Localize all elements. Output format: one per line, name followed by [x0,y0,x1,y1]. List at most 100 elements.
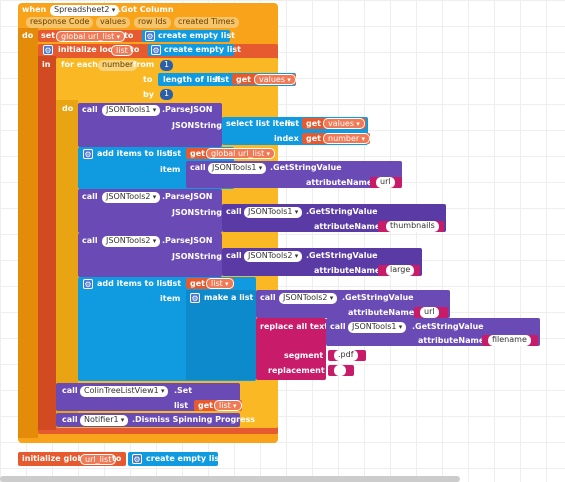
parse3-inner-method-label: .GetStringValue [306,251,378,260]
global-init-var-field[interactable]: url_list [80,454,117,465]
parse3-attr-kw: attributeName [314,266,381,275]
select-list-item-label: select list item [226,119,293,128]
parse2-inner-method-label: .GetStringValue [306,207,378,216]
length-of-list-label: length of list [163,75,221,84]
get-list-dropdown[interactable]: list [206,278,234,289]
text-filename-value[interactable]: filename [488,335,531,346]
dismiss-method-label: .Dismiss Spinning Progress [132,415,256,424]
get-label: get [306,134,321,143]
add1-component-dropdown[interactable]: JSONTools1 [208,163,267,174]
replace-label: replace all text [260,322,329,331]
call-label: call [260,293,276,302]
foreach-by-number[interactable]: 1 [160,89,174,100]
parse1-arg-label: JSONString [172,121,222,130]
add2-item-kw: item [160,294,181,303]
local-in-bar [38,56,56,430]
add1-method-label: .GetStringValue [270,163,342,172]
add2-c1-component-dropdown[interactable]: JSONTools2 [279,293,338,304]
parse2-inner-component-dropdown[interactable]: JSONTools1 [244,207,303,218]
add2-c2-attr-kw: attributeName [418,336,485,345]
add1-list-kw: list [167,149,182,158]
event-param-row-ids[interactable]: row Ids [134,17,171,28]
event-param-values[interactable]: values [96,17,131,28]
parse1-component-dropdown[interactable]: JSONTools1 [102,105,161,116]
add1-item-kw: item [160,165,181,174]
event-component-dropdown[interactable]: Spreadsheet2 [50,5,120,16]
horizontal-scrollbar[interactable] [0,476,460,482]
foreach-to-label: to [143,75,153,84]
local-label: initialize local [58,45,121,54]
set-create-empty-list-block[interactable] [142,30,230,42]
parse3-inner-component-dropdown[interactable]: JSONTools2 [244,251,303,262]
get-values-dropdown[interactable]: values [254,74,296,85]
local-in-label: in [42,60,51,69]
add2-c2-component-dropdown[interactable]: JSONTools1 [348,322,407,333]
get-url-list-dropdown[interactable]: global url_list [206,148,276,159]
add2-label: add items to list [97,279,171,288]
get-list-2-dropdown[interactable]: list [214,400,242,411]
make-a-list-block[interactable] [186,290,256,380]
parse1-method-label: .ParseJSON [162,105,213,114]
tree-method-label: .Set [174,386,193,395]
call-label: call [82,105,98,114]
foreach-from-number[interactable]: 1 [160,60,174,71]
event-param-created-times[interactable]: created Times [174,17,239,28]
parse3-arg-label: JSONString [172,252,222,261]
select-list-kw: list [285,119,300,128]
text-thumbnails-value[interactable]: thumbnails [386,221,439,232]
gear-icon[interactable]: ⚙ [151,45,161,55]
gear-icon[interactable]: ⚙ [132,454,142,464]
add1-label: add items to list [97,149,171,158]
text-large-value[interactable]: large [386,265,415,276]
foreach-var-field[interactable]: number [98,60,138,71]
add1-attr-kw: attributeName [306,178,373,187]
get-number-dropdown[interactable]: number [323,133,370,144]
local-to-label: to [130,45,140,54]
foreach-do-bar [56,100,78,424]
gear-icon[interactable]: ⚙ [43,45,53,55]
get-label: get [190,279,205,288]
foreach-by-label: by [143,90,154,99]
call-label: call [62,415,78,424]
call-label: call [330,322,346,331]
event-when-label: when [22,5,47,14]
tree-component-dropdown[interactable]: ColinTreeListView1 [80,386,169,397]
replacement-kw: replacement [268,366,325,375]
notifier-component-dropdown[interactable]: Notifier1 [80,415,129,426]
add2-c2-method-label: .GetStringValue [412,322,484,331]
get-label: get [198,401,213,410]
text-url-2-value[interactable]: url [420,307,439,318]
text-empty-value[interactable] [334,365,346,376]
call-label: call [226,251,242,260]
length-list-kw: list [215,75,230,84]
event-do-label: do [22,31,34,40]
global-create-empty-list-block[interactable] [128,452,218,466]
local-create-empty-list-block[interactable] [148,44,234,56]
gear-icon[interactable]: ⚙ [145,31,155,41]
global-create-list-label: create empty list [146,454,223,463]
gear-icon[interactable]: ⚙ [83,279,93,289]
parse3-component-dropdown[interactable]: JSONTools2 [102,236,161,247]
call-label: call [82,236,98,245]
event-param-response-code[interactable]: response Code [26,17,94,28]
add2-list-kw: list [167,279,182,288]
gear-icon[interactable]: ⚙ [190,293,200,303]
add2-c1-method-label: .GetStringValue [342,293,414,302]
local-create-list-label: create empty list [164,45,241,54]
call-label: call [226,207,242,216]
get-label: get [306,119,321,128]
replace-all-text-block[interactable] [256,318,326,380]
local-var-field[interactable]: list [111,45,133,56]
get-values-2-dropdown[interactable]: values [323,118,365,129]
get-label: get [236,75,251,84]
event-name-label: .Got Column [118,5,174,14]
set-label: set [41,31,56,40]
make-list-label: make a list [204,293,254,302]
event-do-bar [18,28,38,438]
call-label: call [190,163,206,172]
gear-icon[interactable]: ⚙ [83,149,93,159]
text-url-value[interactable]: url [376,177,395,188]
parse2-component-dropdown[interactable]: JSONTools2 [102,192,161,203]
set-var-dropdown[interactable]: global url_list [56,31,126,42]
text-pdf-value[interactable]: .pdf [334,350,358,361]
